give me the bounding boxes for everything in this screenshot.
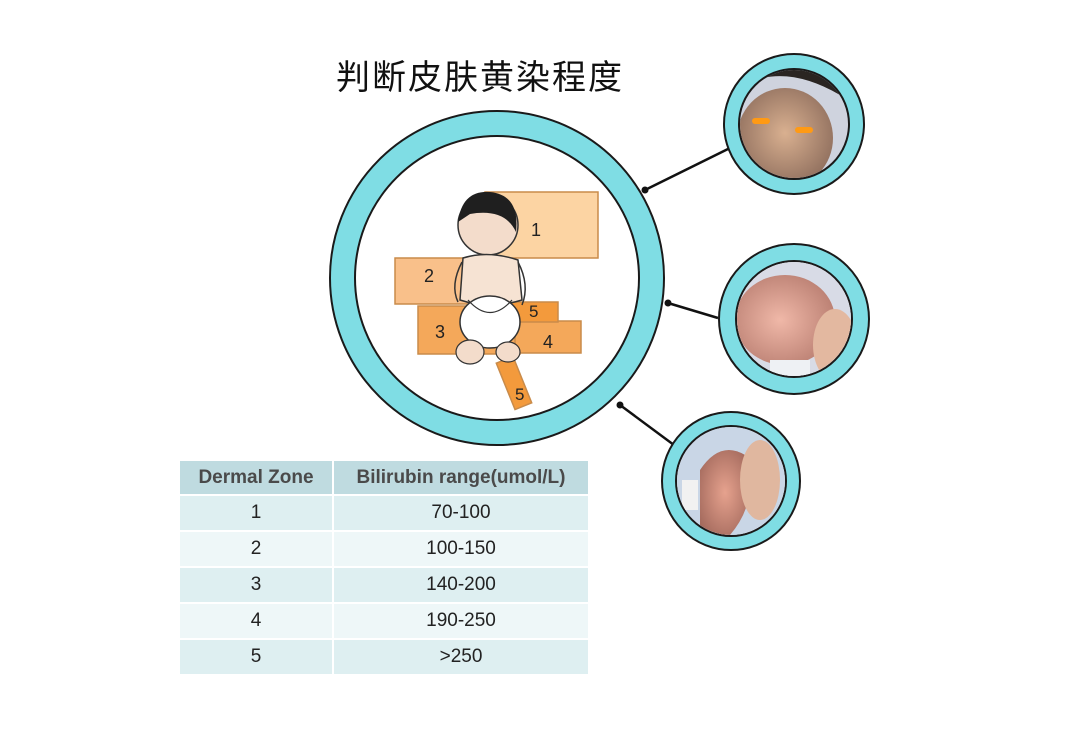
header-dermal-zone: Dermal Zone [180, 461, 334, 494]
zone-label-4: 4 [543, 332, 553, 352]
cell-range: 100-150 [334, 530, 588, 566]
zone-label-5a: 5 [529, 302, 538, 321]
hand-photo [661, 411, 801, 551]
table-row: 2 100-150 [180, 530, 588, 566]
baby-illustration [454, 191, 526, 365]
cell-range: 140-200 [334, 566, 588, 602]
page-title: 判断皮肤黄染程度 [336, 58, 624, 98]
zone-label-5b: 5 [515, 385, 524, 404]
cell-range: 190-250 [334, 602, 588, 638]
cell-zone: 1 [180, 494, 334, 530]
table-row: 3 140-200 [180, 566, 588, 602]
connector-dot-trunk [664, 299, 672, 307]
cell-zone: 5 [180, 638, 334, 674]
zone-rect-4 [514, 320, 582, 354]
face-photo [723, 53, 865, 195]
connector-line-trunk [667, 301, 719, 320]
connector-line-hand [619, 403, 679, 450]
cell-zone: 2 [180, 530, 334, 566]
zone-label-2: 2 [424, 266, 434, 286]
table-header-row: Dermal Zone Bilirubin range(umol/L) [180, 461, 588, 494]
connector-dot-hand [616, 401, 624, 409]
trunk-photo [718, 243, 870, 395]
connector-line-face [644, 146, 731, 192]
table-row: 5 >250 [180, 638, 588, 674]
table-row: 4 190-250 [180, 602, 588, 638]
bilirubin-table: Dermal Zone Bilirubin range(umol/L) 1 70… [180, 461, 588, 674]
cell-range: >250 [334, 638, 588, 674]
connector-dot-face [641, 186, 649, 194]
cell-zone: 4 [180, 602, 334, 638]
table-row: 1 70-100 [180, 494, 588, 530]
zone-label-3: 3 [435, 322, 445, 342]
cell-zone: 3 [180, 566, 334, 602]
cell-range: 70-100 [334, 494, 588, 530]
zone-label-1: 1 [531, 220, 541, 240]
header-bilirubin-range: Bilirubin range(umol/L) [334, 461, 588, 494]
